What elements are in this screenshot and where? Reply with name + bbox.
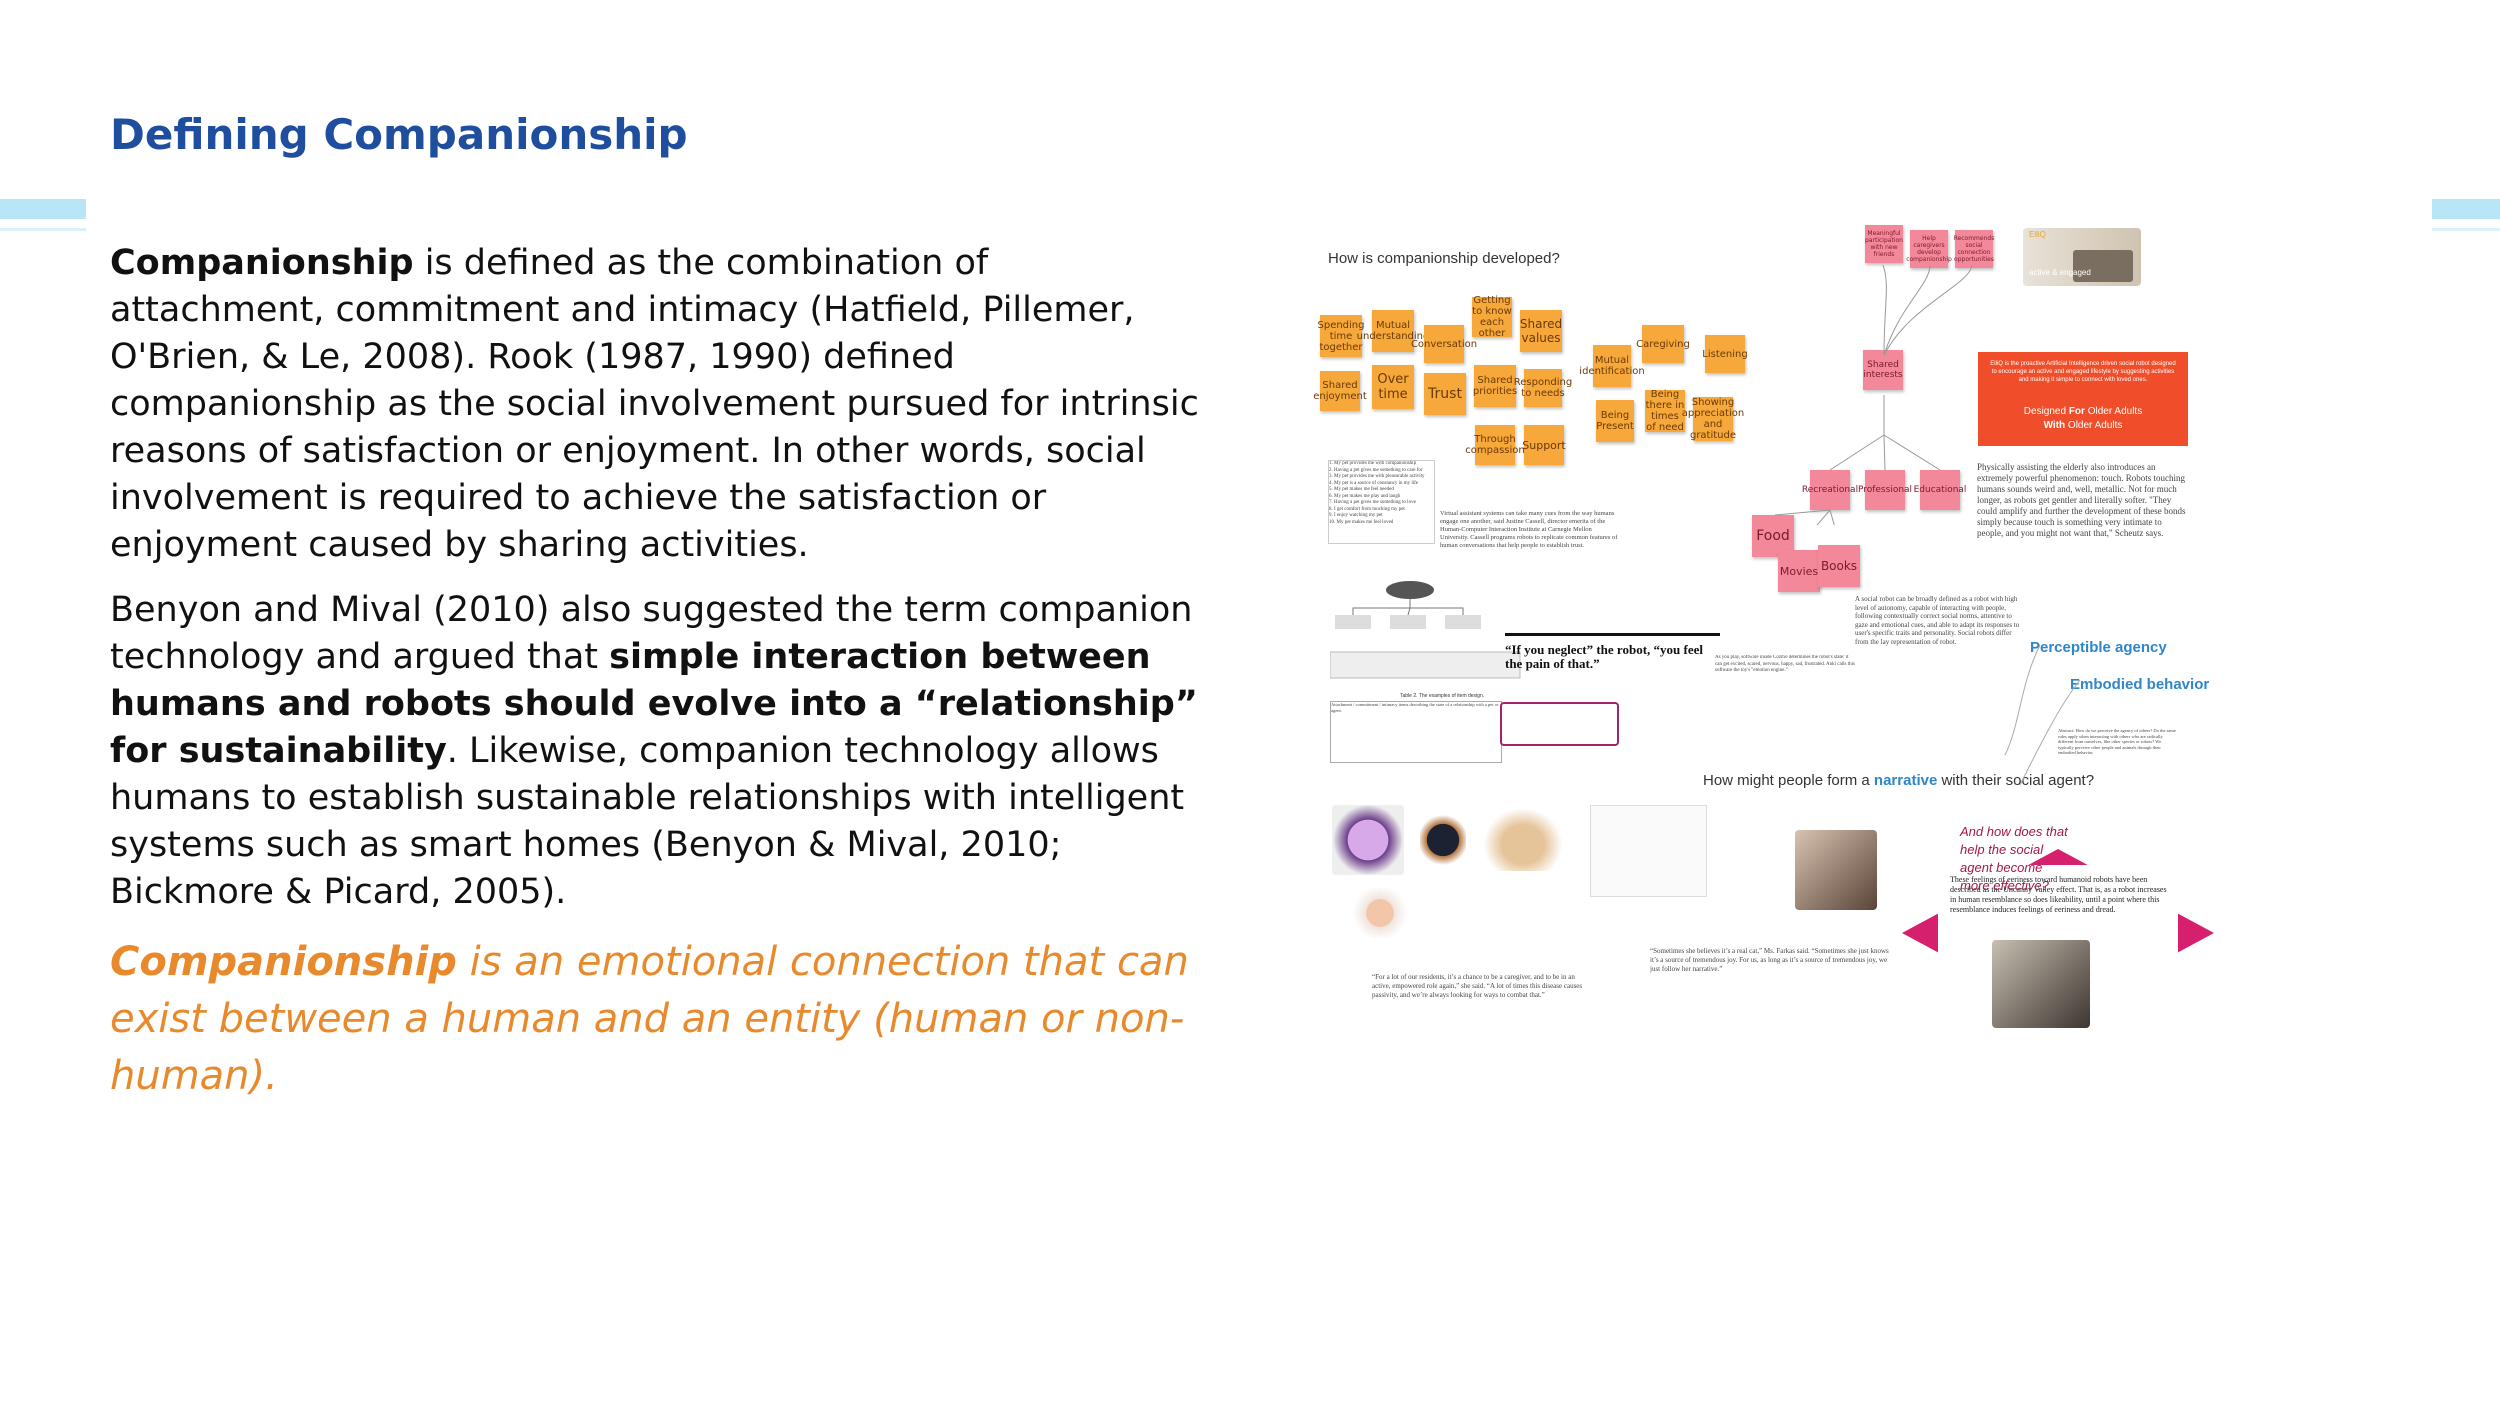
right-accent-line bbox=[2432, 228, 2500, 231]
sticky-note: Showing appreciation and gratitude bbox=[1681, 397, 1745, 441]
sticky-note: Through compassion bbox=[1465, 425, 1525, 465]
sticky-note: Conversation bbox=[1411, 325, 1477, 363]
elliq-device bbox=[2073, 250, 2133, 282]
research-collage: How is companionship developed? Spending… bbox=[1310, 225, 2420, 1045]
sticky-note: Listening bbox=[1702, 335, 1748, 373]
left-accent-bar bbox=[0, 199, 86, 219]
elliq-tagline-1: Designed For Older Adults bbox=[2023, 406, 2143, 417]
sticky-note-pink: Recommends social connection opportuniti… bbox=[1954, 230, 1994, 268]
sticky-note-pink: Help caregivers develop companionship bbox=[1906, 230, 1952, 268]
paragraph2-text-after: . Likewise, companion technology allows … bbox=[110, 731, 1185, 912]
left-accent-line bbox=[0, 228, 86, 231]
sticky-note-pink: Educational bbox=[1914, 470, 1966, 510]
hand-device-photo bbox=[1350, 888, 1410, 938]
elliq-description: ElliQ is the proactive Artificial Intell… bbox=[1990, 361, 2176, 383]
article-social-robot: A social robot can be broadly defined as… bbox=[1855, 595, 2020, 646]
article-snippet: Physically assisting the elderly also in… bbox=[1977, 462, 2186, 538]
paragraph-definition: Companionship is defined as the combinat… bbox=[110, 240, 1210, 569]
sticky-note: Getting to know each other bbox=[1472, 295, 1512, 339]
collage-heading: How is companionship developed? bbox=[1328, 250, 1560, 267]
quote-text: is an emotional connection that can exis… bbox=[110, 939, 1189, 1099]
sticky-note-pink: Books bbox=[1818, 545, 1860, 587]
app-screenshot bbox=[1590, 805, 1707, 897]
quote-residents: “For a lot of our residents, it’s a chan… bbox=[1372, 973, 1583, 999]
smartwatch-photo bbox=[1420, 805, 1466, 875]
sticky-note: Being Present bbox=[1596, 400, 1634, 442]
paragraph-benyon: Benyon and Mival (2010) also suggested t… bbox=[110, 587, 1210, 916]
quote-term: Companionship bbox=[110, 939, 457, 985]
label-perceptible-agency: Perceptible agency bbox=[2030, 639, 2167, 656]
elliq-tagline-2: With Older Adults bbox=[2043, 420, 2123, 431]
mindmap-connectors bbox=[1774, 265, 1973, 525]
elliq-brand: ElliQ bbox=[2029, 230, 2046, 239]
definition-quote: Companionship is an emotional connection… bbox=[110, 934, 1210, 1105]
sticky-note: Caregiving bbox=[1636, 325, 1690, 363]
quote-farkas: “Sometimes she believes it’s a real cat,… bbox=[1650, 947, 1889, 973]
connector-lines bbox=[2004, 645, 2081, 786]
survey-list: 1. My pet provides me with companionship… bbox=[1328, 460, 1435, 544]
slide-title: Defining Companionship bbox=[110, 110, 688, 159]
quote-headline: “If you neglect” the robot, “you feel th… bbox=[1505, 642, 1703, 671]
paragraph1-text: is defined as the combination of attachm… bbox=[110, 243, 1199, 565]
paragraph2-bold: simple interaction between humans and ro… bbox=[110, 637, 1198, 771]
sticky-note: Trust bbox=[1424, 373, 1466, 415]
sticky-note: Shared values bbox=[1520, 310, 1562, 352]
term-companionship: Companionship bbox=[110, 243, 414, 283]
article-cozmo: As you play, software inside Cozmo deter… bbox=[1715, 655, 1855, 673]
highlighted-table-row bbox=[1500, 702, 1619, 746]
headline-rule bbox=[1505, 633, 1720, 636]
abstract-snippet: Abstract: How do we perceive the agency … bbox=[2058, 728, 2176, 755]
sticky-note: Being there in times of need bbox=[1645, 389, 1685, 433]
side-question: And how does that help the social agent … bbox=[1960, 824, 2068, 893]
elderly-woman-photo bbox=[1992, 940, 2090, 1028]
label-embodied-behavior: Embodied behavior bbox=[2070, 676, 2210, 693]
sticky-note: Over time bbox=[1372, 365, 1414, 409]
sticky-note: Mutual understanding bbox=[1357, 310, 1429, 352]
sticky-note-pink: Shared interests bbox=[1863, 350, 1903, 390]
sticky-note: Responding to needs bbox=[1514, 369, 1572, 407]
sticky-note: Shared priorities bbox=[1473, 365, 1517, 407]
elderly-cat-photo bbox=[1795, 830, 1877, 910]
elliq-banner: ElliQ is the proactive Artificial Intell… bbox=[1978, 352, 2188, 446]
sticky-note: Support bbox=[1522, 425, 1566, 465]
sticky-note-pink: Movies bbox=[1778, 550, 1820, 592]
sticky-note: Spending time together bbox=[1318, 315, 1365, 357]
taxonomy-diagram bbox=[1330, 581, 1521, 679]
table-caption: Table 2. The examples of item design. bbox=[1400, 693, 1485, 699]
sticky-note-pink: Recreational bbox=[1802, 470, 1858, 510]
right-accent-bar bbox=[2432, 199, 2500, 219]
narrative-question: How might people form a narrative with t… bbox=[1703, 772, 2095, 789]
article-virtual-assistants: Virtual assistant systems can take many … bbox=[1440, 510, 1618, 549]
sticky-note: Shared enjoyment bbox=[1313, 371, 1367, 411]
sticky-note-pink: Professional bbox=[1858, 470, 1912, 510]
elliq-caption: active & engaged bbox=[2029, 268, 2091, 277]
paragraph2-text-before: Benyon and Mival (2010) also suggested t… bbox=[110, 590, 1193, 677]
elliq-photo: ElliQ active & engaged bbox=[2023, 228, 2141, 286]
robot-cat-photo bbox=[1480, 805, 1566, 871]
sticky-note-pink: Meaningful participation with new friend… bbox=[1865, 225, 1903, 263]
sticky-note: Mutual identification bbox=[1579, 345, 1645, 387]
tamagotchi-photo bbox=[1332, 805, 1404, 875]
uncanny-valley-text: These feelings of eeriness toward humano… bbox=[1950, 875, 2167, 914]
design-table: Attachment / commitment / intimacy items… bbox=[1330, 701, 1502, 763]
body-text: Companionship is defined as the combinat… bbox=[110, 240, 1210, 1105]
